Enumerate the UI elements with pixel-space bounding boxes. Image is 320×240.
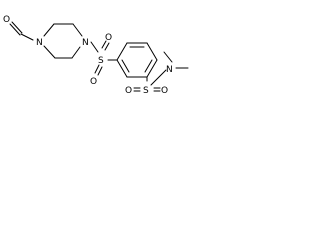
atom-piperazine-n1: N: [36, 38, 43, 48]
bond-s1-o-bottom-a: [94, 64, 100, 74]
bond-ring-6: [116, 59, 128, 78]
bond-n1-c2: [43, 23, 55, 37]
atom-sulfonyl1-oxygen-bottom: O: [90, 77, 97, 87]
bond-s2-n: [150, 69, 167, 86]
atom-sulfonyl1-sulfur: S: [98, 56, 104, 66]
bond-c-o-double-2: [11, 21, 23, 34]
atom-piperazine-n4: N: [82, 38, 89, 48]
bond-n-methyl-top: [163, 51, 173, 63]
bond-ring-inner-b: [144, 59, 153, 73]
bond-ring-1: [116, 42, 128, 61]
bond-n4-s1: [90, 41, 99, 53]
molecule-structure: O N N S O O S O O N: [3, 15, 189, 96]
formyl-group: [9, 21, 34, 41]
atom-sulfonyl1-oxygen-top: O: [105, 33, 112, 43]
bond-ring-3: [146, 42, 158, 61]
dimethyl-groups: [163, 51, 189, 69]
sulfonyl-1-oxygens: [94, 40, 110, 76]
bond-formyl-c-n: [20, 33, 34, 41]
atom-sulfonamide-oxygen-right: O: [161, 86, 168, 96]
bond-s1-o-top-a: [104, 42, 110, 51]
atom-sulfonamide-oxygen-left: O: [125, 86, 132, 96]
atom-sulfonamide-sulfur: S: [143, 86, 149, 96]
atom-dimethylamine-n: N: [166, 65, 173, 75]
atom-aldehyde-oxygen: O: [3, 15, 10, 25]
bond-s1-o-top-b: [101, 40, 107, 49]
bond-s1-o-bottom-b: [97, 66, 103, 76]
sulfonamide-oxygens: [133, 87, 161, 92]
bond-c-o-double-1: [9, 23, 21, 36]
piperazine-ring: [43, 23, 83, 59]
bond-c6-n1: [43, 45, 56, 59]
bond-ring-4: [146, 59, 158, 78]
bond-n4-c5: [71, 46, 81, 59]
bond-c3-n4: [72, 23, 83, 37]
bond-ring-inner-c: [121, 59, 130, 73]
benzene-ring: [116, 42, 158, 78]
